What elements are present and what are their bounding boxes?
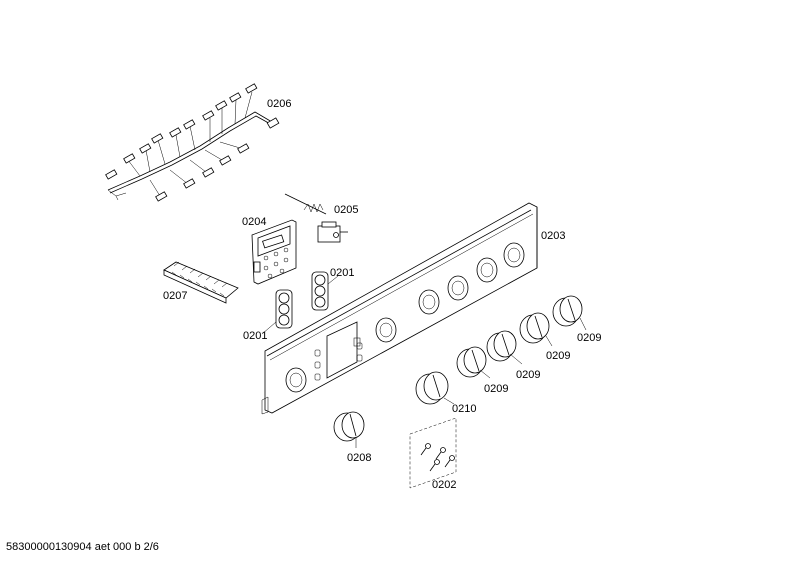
panel-small-buttons	[314, 342, 363, 381]
callout-0201-right: 0201	[330, 267, 354, 279]
callout-0204: 0204	[242, 216, 266, 228]
knob-0209-a	[552, 295, 583, 327]
spring-part	[284, 193, 348, 243]
knob-0209-d	[456, 346, 487, 378]
callout-0209-c: 0209	[516, 369, 540, 381]
callout-0205: 0205	[334, 204, 358, 216]
module-board	[251, 219, 297, 285]
callout-0210: 0210	[452, 403, 476, 415]
screws-group	[409, 417, 457, 489]
switch-holder-left	[261, 289, 293, 335]
document-footer-id: 58300000130904 aet 000 b 2/6	[6, 541, 159, 553]
panel-knob-openings	[285, 242, 525, 393]
callout-0201-left: 0201	[243, 330, 267, 342]
callout-0207: 0207	[163, 290, 187, 302]
callout-0202: 0202	[432, 479, 456, 491]
callout-0209-a: 0209	[577, 332, 601, 344]
switch-holder-right	[311, 271, 339, 311]
callout-0209-b: 0209	[546, 350, 570, 362]
callout-0203: 0203	[541, 230, 565, 242]
knob-0208	[333, 411, 365, 442]
control-panel	[261, 202, 538, 415]
callout-0208: 0208	[347, 452, 371, 464]
wiring-harness	[105, 83, 280, 202]
knob-0209-b	[519, 312, 550, 344]
terminal-block	[163, 261, 239, 304]
knob-0209-c	[486, 330, 517, 362]
knob-0210	[415, 371, 449, 405]
callout-0206: 0206	[267, 98, 291, 110]
callout-0209-d: 0209	[484, 383, 508, 395]
